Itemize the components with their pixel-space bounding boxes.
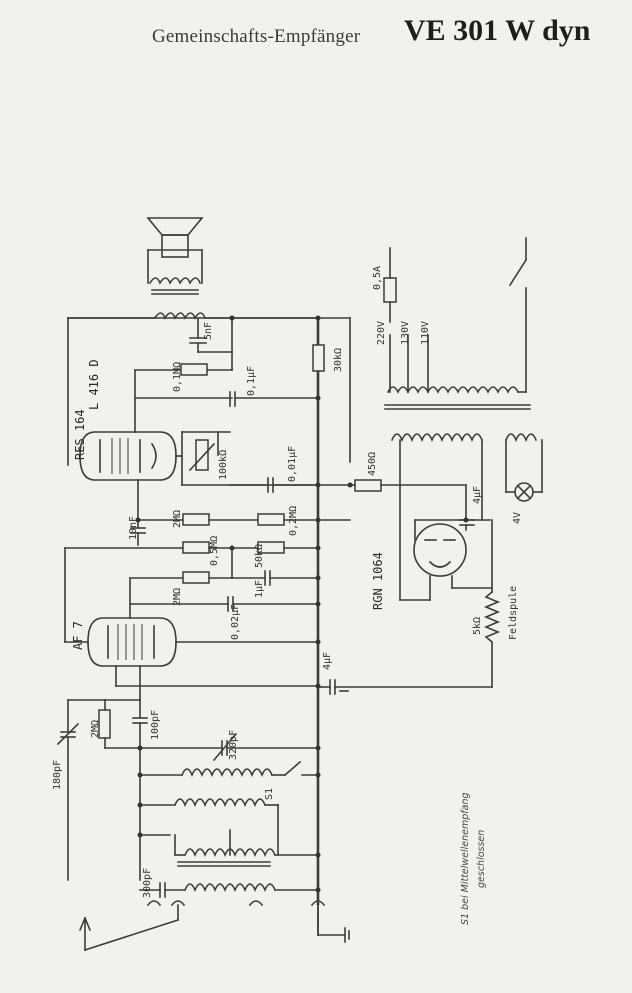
- label-01m: 0,1MΩ: [172, 362, 183, 392]
- label-110v: 110V: [420, 321, 431, 345]
- label-320pf: 320pF: [228, 730, 239, 760]
- label-30k: 30kΩ: [333, 348, 344, 372]
- rectifier-tube-icon: [399, 439, 493, 601]
- label-10nf: 10nF: [128, 516, 139, 540]
- ground-icon: [310, 900, 350, 943]
- rf-coils: [139, 760, 319, 893]
- label-01uf: 0,1µF: [246, 366, 257, 396]
- resistor-2m-a: [182, 513, 210, 526]
- label-130v: 130V: [400, 321, 411, 345]
- label-s1: S1: [264, 788, 275, 800]
- label-af7: AF 7: [71, 621, 85, 650]
- label-fuse: 0,5A: [372, 266, 383, 290]
- label-100pf: 100pF: [150, 710, 161, 740]
- main-bus: [67, 317, 351, 936]
- capacitor-01uf: [229, 391, 319, 407]
- switch-s1-icon: [283, 760, 302, 777]
- pilot-lamp-icon: [505, 439, 543, 502]
- model-title: VE 301 W dyn: [404, 14, 591, 47]
- label-100k: 100kΩ: [218, 450, 229, 480]
- label-1uf: 1µF: [254, 580, 265, 598]
- output-transformer: [67, 312, 319, 466]
- resistor-2m-b: [182, 571, 210, 584]
- label-feldspule: Feldspule: [508, 586, 519, 640]
- mains-switch-icon: [508, 258, 528, 287]
- label-4v: 4V: [512, 512, 523, 524]
- variable-capacitor-320pf: [139, 732, 319, 762]
- field-coil: [483, 590, 501, 688]
- label-450: 450Ω: [367, 452, 378, 476]
- speaker-icon: [146, 217, 204, 295]
- label-5nf: 5nF: [203, 322, 214, 340]
- label-300pf: 300pF: [142, 868, 153, 898]
- label-2m-c: 2MΩ: [90, 720, 101, 738]
- fuse-icon: [383, 277, 397, 303]
- note-line1: S1 bei Mittelwellenempfang: [460, 792, 471, 925]
- header: Gemeinschafts-Empfänger VE 301 W dyn: [0, 0, 632, 70]
- resistor-450: [354, 479, 382, 492]
- label-rgn1064: RGN 1064: [371, 552, 385, 610]
- label-4uf-a: 4µF: [472, 486, 483, 504]
- subtitle: Gemeinschafts-Empfänger: [152, 26, 361, 47]
- capacitor-002uf: [129, 596, 319, 612]
- label-5k: 5kΩ: [472, 617, 483, 635]
- note-line2: geschlossen: [476, 830, 487, 888]
- af7-tube-icon: [64, 547, 319, 701]
- label-2m-a: 2MΩ: [172, 510, 183, 528]
- label-001uf: 0,01µF: [287, 446, 298, 482]
- antenna-input: [78, 882, 264, 952]
- label-05m: 0,5MΩ: [209, 536, 220, 566]
- output-tube-icon: [79, 369, 233, 521]
- capacitor-1uf: [231, 547, 319, 586]
- capacitor-4uf-b: [317, 679, 493, 695]
- label-l416d: L 416 D: [87, 359, 101, 410]
- label-res164: RES 164: [73, 409, 87, 460]
- label-180pf: 180pF: [52, 760, 63, 790]
- power-transformer: [383, 237, 538, 443]
- resistor-01m: [180, 363, 208, 376]
- label-50k: 50kΩ: [254, 544, 265, 568]
- capacitor-001uf: [229, 477, 351, 493]
- label-02m: 0,2MΩ: [288, 506, 299, 536]
- resistor-02m: [257, 513, 285, 526]
- label-2m-b: 2MΩ: [172, 588, 183, 606]
- junction-dots: [135, 315, 469, 893]
- grid-leak: [98, 699, 148, 776]
- label-4uf-b: 4µF: [322, 652, 333, 670]
- label-220v: 220V: [376, 321, 387, 345]
- label-002uf: 0,02µF: [230, 604, 241, 640]
- variable-capacitor-180pf: [56, 699, 106, 881]
- resistor-30k: [312, 344, 325, 372]
- resistor-05m: [182, 541, 210, 554]
